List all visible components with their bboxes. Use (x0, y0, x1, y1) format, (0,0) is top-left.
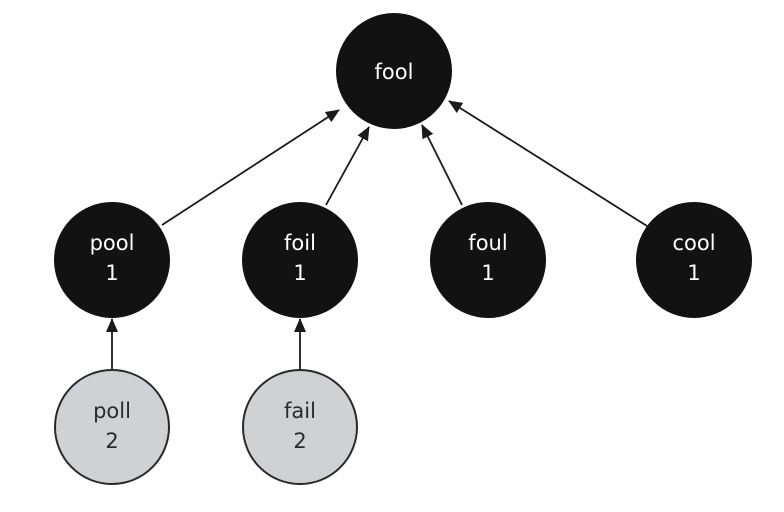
node-circle (430, 202, 546, 318)
edge-foil-to-fool (325, 126, 370, 206)
node-fool: fool (336, 13, 452, 129)
node-circle (54, 202, 170, 318)
edge-pool-to-fool (161, 109, 340, 226)
node-word: poll (93, 399, 131, 423)
node-foul: foul 1 (430, 202, 546, 318)
node-cool: cool 1 (636, 202, 752, 318)
node-fail: fail 2 (242, 369, 358, 485)
node-circle (54, 369, 170, 485)
node-distance: 1 (481, 261, 494, 285)
node-word: foil (284, 231, 316, 255)
node-distance: 2 (105, 429, 118, 453)
node-word: pool (90, 231, 135, 255)
node-circle (636, 202, 752, 318)
node-circle (242, 369, 358, 485)
node-word: foul (468, 231, 507, 255)
node-distance: 1 (293, 261, 306, 285)
node-distance: 2 (293, 429, 306, 453)
node-distance: 1 (105, 261, 118, 285)
node-word: fail (284, 399, 316, 423)
node-poll: poll 2 (54, 369, 170, 485)
edge-foul-to-fool (421, 124, 463, 206)
edge-cool-to-fool (448, 100, 648, 227)
node-pool: pool 1 (54, 202, 170, 318)
node-circle (242, 202, 358, 318)
node-word: cool (672, 231, 715, 255)
node-circle (336, 13, 452, 129)
node-word: fool (375, 60, 414, 84)
node-distance: 1 (687, 261, 700, 285)
node-foil: foil 1 (242, 202, 358, 318)
